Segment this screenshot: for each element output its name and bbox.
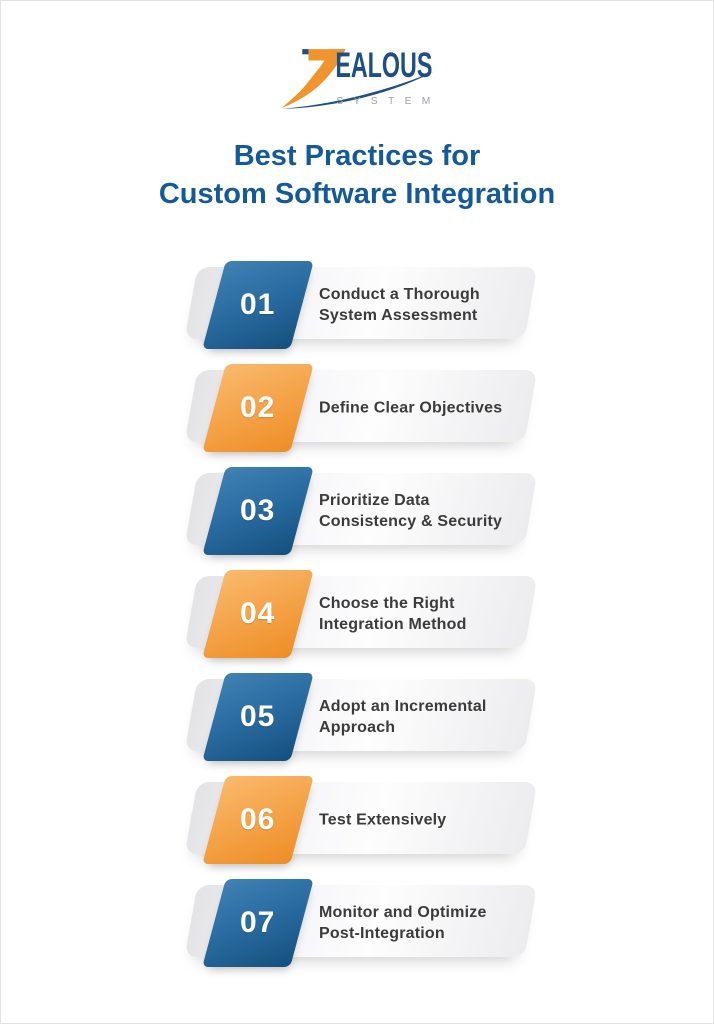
step-number: 04: [240, 597, 276, 630]
step-number: 03: [240, 494, 276, 527]
item-label-line1: Adopt an Incremental: [319, 698, 487, 715]
step-number: 01: [240, 288, 276, 321]
logo-brand-text: EALOUS: [335, 46, 432, 85]
item-label-line1: Prioritize Data: [319, 492, 430, 509]
step-number: 07: [240, 906, 276, 939]
step-number: 02: [240, 391, 276, 424]
zealous-logo-graphic: EALOUS SYSTEM: [279, 46, 435, 109]
item-label: Conduct a Thorough System Assessment: [319, 284, 527, 326]
page-title: Best Practices for Custom Software Integ…: [1, 137, 713, 213]
practice-item-6: 06 Test Extensively: [184, 776, 538, 864]
item-label: Test Extensively: [319, 810, 527, 831]
item-label: Monitor and Optimize Post-Integration: [319, 902, 527, 944]
practice-item-7: 07 Monitor and Optimize Post-Integration: [184, 879, 538, 967]
item-label: Prioritize Data Consistency & Security: [319, 490, 527, 532]
practice-item-2: 02 Define Clear Objectives: [184, 364, 538, 452]
z-diagonal-swoosh-icon: [281, 49, 346, 108]
step-number: 05: [240, 700, 276, 733]
logo-z-tip: [302, 49, 309, 55]
item-label: Choose the Right Integration Method: [319, 593, 527, 635]
practice-item-3: 03 Prioritize Data Consistency & Securit…: [184, 467, 538, 555]
practice-item-5: 05 Adopt an Incremental Approach: [184, 673, 538, 761]
item-label-line1: Define Clear Objectives: [319, 399, 503, 417]
item-label-line2: Post-Integration: [319, 925, 445, 942]
practice-item-4: 04 Choose the Right Integration Method: [184, 570, 538, 658]
logo-subtitle-text: SYSTEM: [336, 96, 435, 107]
best-practices-list: 01 Conduct a Thorough System Assessment …: [184, 261, 538, 982]
item-label-line2: System Assessment: [319, 307, 478, 324]
item-label-line2: Consistency & Security: [319, 513, 503, 530]
item-label-line1: Conduct a Thorough: [319, 286, 480, 303]
practice-item-1: 01 Conduct a Thorough System Assessment: [184, 261, 538, 349]
item-label: Define Clear Objectives: [319, 398, 527, 419]
item-label-line2: Approach: [319, 719, 396, 736]
item-label-line1: Test Extensively: [319, 811, 447, 829]
item-label-line1: Monitor and Optimize: [319, 904, 487, 921]
page-title-line2: Custom Software Integration: [158, 178, 556, 210]
item-label-line2: Integration Method: [319, 616, 467, 633]
logo-zealous: EALOUS SYSTEM: [279, 45, 435, 109]
step-number: 06: [240, 803, 276, 836]
page-title-line1: Best Practices for: [233, 140, 481, 172]
item-label: Adopt an Incremental Approach: [319, 696, 527, 738]
item-label-line1: Choose the Right: [319, 595, 455, 612]
